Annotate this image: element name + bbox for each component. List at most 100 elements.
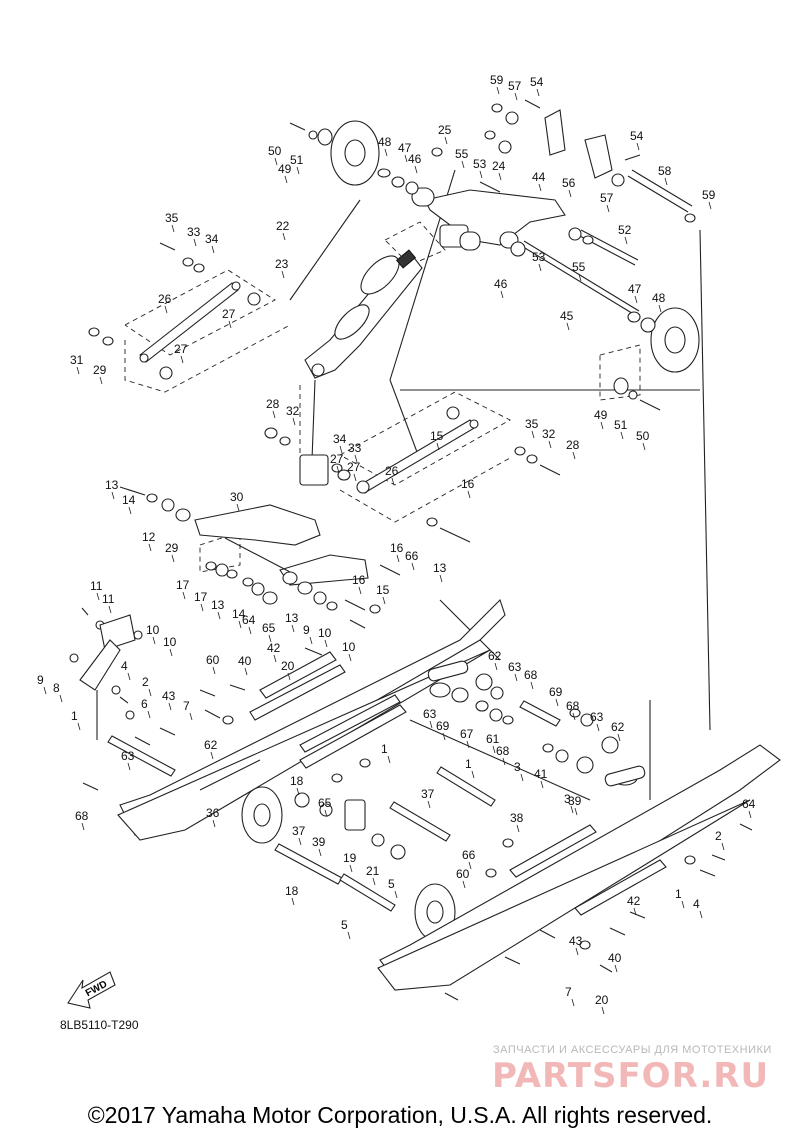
- callout-1: 1: [465, 757, 472, 771]
- leader-line: [600, 421, 604, 430]
- callout-52: 52: [618, 223, 632, 237]
- callout-31: 31: [70, 353, 84, 367]
- leader-line: [624, 236, 628, 245]
- leader-line: [182, 591, 186, 600]
- bolts: [81, 99, 753, 1001]
- leader-line: [681, 900, 685, 909]
- callout-64: 64: [242, 613, 256, 627]
- fwd-arrow: FWD: [67, 971, 116, 1009]
- callout-18: 18: [285, 884, 299, 898]
- callout-58: 58: [658, 164, 672, 178]
- leader-line: [128, 506, 132, 515]
- leader-line: [43, 686, 47, 695]
- leader-line: [349, 864, 353, 873]
- callout-44: 44: [532, 170, 546, 184]
- callout-4: 4: [121, 659, 128, 673]
- leader-line: [268, 634, 272, 643]
- callout-16: 16: [390, 541, 404, 555]
- leader-line: [108, 605, 112, 614]
- leader-line: [494, 662, 498, 671]
- callout-1: 1: [675, 887, 682, 901]
- leader-line: [530, 681, 534, 690]
- callout-10: 10: [146, 623, 160, 637]
- leader-line: [538, 263, 542, 272]
- callout-16: 16: [352, 573, 366, 587]
- callout-34: 34: [205, 232, 219, 246]
- callout-69: 69: [549, 685, 563, 699]
- leader-line: [318, 848, 322, 857]
- callout-21: 21: [366, 864, 380, 878]
- callout-9: 9: [303, 623, 310, 637]
- callout-32: 32: [286, 404, 300, 418]
- leader-line: [404, 154, 408, 163]
- leader-line: [212, 819, 216, 828]
- callout-29: 29: [165, 541, 179, 555]
- leader-line: [147, 710, 151, 719]
- callout-67: 67: [460, 727, 474, 741]
- callout-9: 9: [37, 673, 44, 687]
- leader-line: [468, 861, 472, 870]
- callout-42: 42: [267, 641, 281, 655]
- leader-line: [471, 770, 475, 779]
- callout-7: 7: [183, 699, 190, 713]
- callout-13: 13: [105, 478, 119, 492]
- callout-13: 13: [433, 561, 447, 575]
- callout-62: 62: [488, 649, 502, 663]
- leader-line: [536, 88, 540, 97]
- callout-35: 35: [525, 417, 539, 431]
- callout-54: 54: [630, 129, 644, 143]
- leader-line: [169, 648, 173, 657]
- callout-11: 11: [102, 592, 115, 606]
- leader-line: [467, 490, 471, 499]
- callout-33: 33: [348, 441, 362, 455]
- rear-links: [139, 281, 479, 494]
- callout-63: 63: [423, 707, 437, 721]
- front-arm: [194, 504, 369, 586]
- leader-line: [708, 201, 712, 210]
- leader-line: [596, 723, 600, 732]
- callout-18: 18: [290, 774, 304, 788]
- leader-line: [606, 204, 610, 213]
- leader-line: [111, 491, 115, 500]
- leader-line: [309, 636, 313, 645]
- leader-line: [572, 712, 576, 721]
- leader-line: [372, 877, 376, 886]
- callout-63: 63: [121, 749, 135, 763]
- callout-2: 2: [715, 829, 722, 843]
- leader-line: [127, 762, 131, 771]
- callout-37: 37: [421, 787, 435, 801]
- leader-line: [282, 232, 286, 241]
- callout-28: 28: [266, 397, 280, 411]
- leader-line: [620, 431, 624, 440]
- leader-line: [396, 554, 400, 563]
- callout-38: 38: [510, 811, 524, 825]
- callout-50: 50: [268, 144, 282, 158]
- callout-6: 6: [141, 697, 148, 711]
- leader-line: [492, 745, 496, 754]
- diagram-code: 8LB5110-T290: [60, 1018, 139, 1032]
- callout-46: 46: [408, 152, 422, 166]
- callout-42: 42: [627, 894, 641, 908]
- idler-wheels: [241, 120, 700, 941]
- callout-49: 49: [594, 408, 608, 422]
- leader-line: [292, 417, 296, 426]
- leader-line: [575, 947, 579, 956]
- callout-37: 37: [292, 824, 306, 838]
- callout-4: 4: [693, 897, 700, 911]
- leader-line: [248, 626, 252, 635]
- callout-63: 63: [508, 660, 522, 674]
- leader-line: [296, 166, 300, 175]
- leader-line: [189, 712, 193, 721]
- leader-line: [228, 320, 232, 329]
- callout-3: 3: [514, 760, 521, 774]
- flat-plates: [249, 651, 667, 916]
- callout-59: 59: [490, 73, 504, 87]
- callout-15: 15: [376, 583, 390, 597]
- leader-line: [633, 907, 637, 916]
- callout-40: 40: [238, 654, 252, 668]
- callout-14: 14: [122, 493, 136, 507]
- callout-68: 68: [496, 744, 510, 758]
- callout-29: 29: [93, 363, 107, 377]
- callout-56: 56: [562, 176, 576, 190]
